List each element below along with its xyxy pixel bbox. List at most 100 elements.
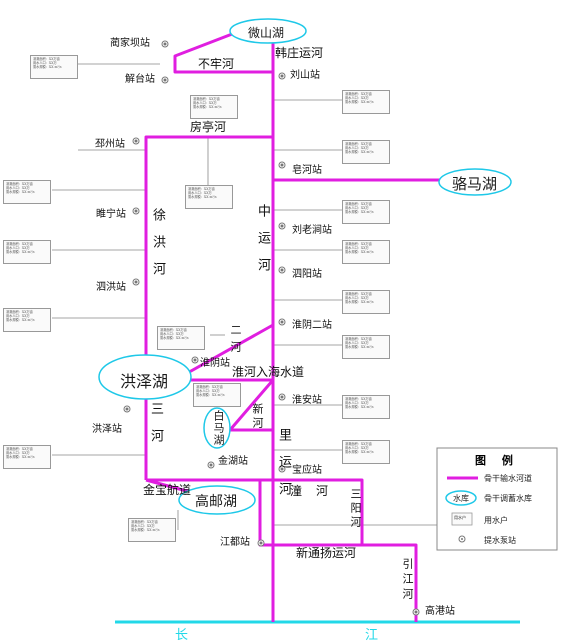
demand-box: 灌溉面积：XX万亩用水人口：XX万需水规模：XX m³/s bbox=[3, 180, 51, 204]
legend-user-icon: 用水户 bbox=[454, 515, 466, 520]
demand-box: 灌溉面积：XX万亩用水人口：XX万需水规模：XX m³/s bbox=[30, 55, 78, 79]
demand-text: 灌溉面积：XX万亩 bbox=[345, 337, 372, 341]
station-baoying: 宝应站 bbox=[292, 465, 322, 476]
station-jietai: 解台站 bbox=[125, 74, 155, 85]
demand-text: 用水人口：XX万 bbox=[345, 146, 369, 150]
demand-text: 灌溉面积：XX万亩 bbox=[345, 142, 372, 146]
yangtze-label-chang: 长 bbox=[175, 628, 189, 643]
demand-text: 用水人口：XX万 bbox=[345, 401, 369, 405]
demand-text: 灌溉面积：XX万亩 bbox=[196, 385, 223, 389]
demand-text: 需水规模：XX m³/s bbox=[6, 455, 35, 459]
demand-text: 需水规模：XX m³/s bbox=[160, 336, 189, 340]
demand-text: 需水规模：XX m³/s bbox=[345, 100, 374, 104]
demand-box: 灌溉面积：XX万亩用水人口：XX万需水规模：XX m³/s bbox=[3, 240, 51, 264]
demand-box: 灌溉面积：XX万亩用水人口：XX万需水规模：XX m³/s bbox=[190, 95, 238, 119]
demand-box: 灌溉面积：XX万亩用水人口：XX万需水规模：XX m³/s bbox=[185, 185, 233, 209]
demand-text: 用水人口：XX万 bbox=[6, 186, 30, 190]
demand-text: 需水规模：XX m³/s bbox=[6, 250, 35, 254]
demand-text: 需水规模：XX m³/s bbox=[6, 190, 35, 194]
station-liushan: 刘山站 bbox=[290, 70, 320, 81]
lakes bbox=[98, 18, 512, 515]
demand-text: 需水规模：XX m³/s bbox=[345, 405, 374, 409]
demand-text: 用水人口：XX万 bbox=[6, 314, 30, 318]
demand-text: 用水人口：XX万 bbox=[196, 389, 220, 393]
demand-text: 用水人口：XX万 bbox=[345, 96, 369, 100]
demand-text: 用水人口：XX万 bbox=[6, 246, 30, 250]
legend-canal-label: 骨干输水河道 bbox=[484, 474, 532, 483]
demand-text: 用水人口：XX万 bbox=[345, 246, 369, 250]
lake-luoma-shape bbox=[438, 168, 512, 196]
demand-text: 灌溉面积：XX万亩 bbox=[160, 328, 187, 332]
demand-box: 灌溉面积：XX万亩用水人口：XX万需水规模：XX m³/s bbox=[342, 335, 390, 359]
river-hanzhuang-label: 韩庄运河 bbox=[275, 46, 324, 60]
lake-hongze-shape bbox=[98, 354, 192, 400]
legend-reservoir-label: 骨干调蓄水库 bbox=[484, 494, 532, 503]
river-fangting-label: 房亭河 bbox=[190, 120, 227, 134]
demand-text: 用水人口：XX万 bbox=[160, 332, 184, 336]
lake-baima-label: 白马湖 bbox=[212, 410, 225, 446]
lake-hongze-label: 洪泽湖 bbox=[120, 372, 169, 391]
station-suining: 睢宁站 bbox=[96, 209, 126, 220]
demand-box: 灌溉面积：XX万亩用水人口：XX万需水规模：XX m³/s bbox=[342, 240, 390, 264]
lake-gaoyou-shape bbox=[178, 485, 256, 515]
station-huaian: 淮安站 bbox=[292, 395, 322, 406]
legend-reservoir-icon: 水库 bbox=[453, 494, 469, 503]
pump-station-markers bbox=[123, 40, 420, 616]
river-er-label: 二河 bbox=[229, 324, 242, 358]
demand-text: 需水规模：XX m³/s bbox=[196, 393, 225, 397]
demand-text: 灌溉面积：XX万亩 bbox=[6, 242, 33, 246]
demand-box: 灌溉面积：XX万亩用水人口：XX万需水规模：XX m³/s bbox=[342, 290, 390, 314]
demand-connectors bbox=[52, 63, 455, 530]
river-sanhe-label: 三河 bbox=[148, 402, 163, 456]
demand-text: 灌溉面积：XX万亩 bbox=[6, 310, 33, 314]
demand-text: 灌溉面积：XX万亩 bbox=[345, 442, 372, 446]
legend-user-label: 用水户 bbox=[484, 516, 508, 525]
demand-text: 需水规模：XX m³/s bbox=[345, 250, 374, 254]
river-sanyang-label: 三阳河 bbox=[349, 488, 362, 530]
river-jinbao-label: 金宝航道 bbox=[143, 483, 192, 497]
demand-text: 用水人口：XX万 bbox=[131, 524, 155, 528]
legend-pump-label: 提水泵站 bbox=[484, 536, 516, 545]
river-xinhe-label: 新河 bbox=[251, 403, 264, 431]
demand-box: 灌溉面积：XX万亩用水人口：XX万需水规模：XX m³/s bbox=[342, 200, 390, 224]
demand-text: 灌溉面积：XX万亩 bbox=[345, 292, 372, 296]
demand-text: 用水人口：XX万 bbox=[345, 341, 369, 345]
lake-weishan-shape bbox=[229, 18, 307, 44]
demand-box: 灌溉面积：XX万亩用水人口：XX万需水规模：XX m³/s bbox=[342, 440, 390, 464]
demand-text: 用水人口：XX万 bbox=[345, 296, 369, 300]
demand-text: 用水人口：XX万 bbox=[345, 206, 369, 210]
station-zaohe: 皂河站 bbox=[292, 165, 322, 176]
demand-text: 需水规模：XX m³/s bbox=[131, 528, 160, 532]
river-zhongyun-label: 中运河 bbox=[255, 204, 270, 285]
station-gaogang: 高港站 bbox=[425, 606, 455, 617]
demand-text: 灌溉面积：XX万亩 bbox=[131, 520, 158, 524]
river-yinjiang-label: 引江河 bbox=[401, 558, 414, 603]
demand-text: 用水人口：XX万 bbox=[188, 191, 212, 195]
lake-luoma-label: 骆马湖 bbox=[452, 175, 498, 193]
station-huaiyin: 淮阴站 bbox=[200, 358, 230, 369]
demand-text: 需水规模：XX m³/s bbox=[345, 150, 374, 154]
demand-box: 灌溉面积：XX万亩用水人口：XX万需水规模：XX m³/s bbox=[3, 445, 51, 469]
demand-text: 需水规模：XX m³/s bbox=[33, 65, 62, 69]
demand-text: 需水规模：XX m³/s bbox=[345, 345, 374, 349]
river-tong-label: 潼河 bbox=[290, 484, 343, 498]
demand-text: 需水规模：XX m³/s bbox=[345, 300, 374, 304]
station-siyang: 泗阳站 bbox=[292, 269, 322, 280]
lake-baima-shape bbox=[203, 407, 231, 449]
demand-box: 灌溉面积：XX万亩用水人口：XX万需水规模：XX m³/s bbox=[3, 308, 51, 332]
river-xuhong-label: 徐洪河 bbox=[150, 208, 165, 289]
demand-text: 灌溉面积：XX万亩 bbox=[345, 242, 372, 246]
demand-text: 灌溉面积：XX万亩 bbox=[6, 182, 33, 186]
demand-text: 用水人口：XX万 bbox=[33, 61, 57, 65]
demand-text: 灌溉面积：XX万亩 bbox=[6, 447, 33, 451]
station-huaiyin2: 淮阴二站 bbox=[292, 320, 332, 331]
river-liyun-label: 里运河 bbox=[276, 428, 291, 509]
demand-box: 灌溉面积：XX万亩用水人口：XX万需水规模：XX m³/s bbox=[342, 90, 390, 114]
station-sihong: 泗洪站 bbox=[96, 282, 126, 293]
station-liulaojian: 刘老涧站 bbox=[292, 225, 332, 236]
demand-text: 灌溉面积：XX万亩 bbox=[188, 187, 215, 191]
demand-text: 灌溉面积：XX万亩 bbox=[345, 202, 372, 206]
demand-text: 需水规模：XX m³/s bbox=[345, 450, 374, 454]
